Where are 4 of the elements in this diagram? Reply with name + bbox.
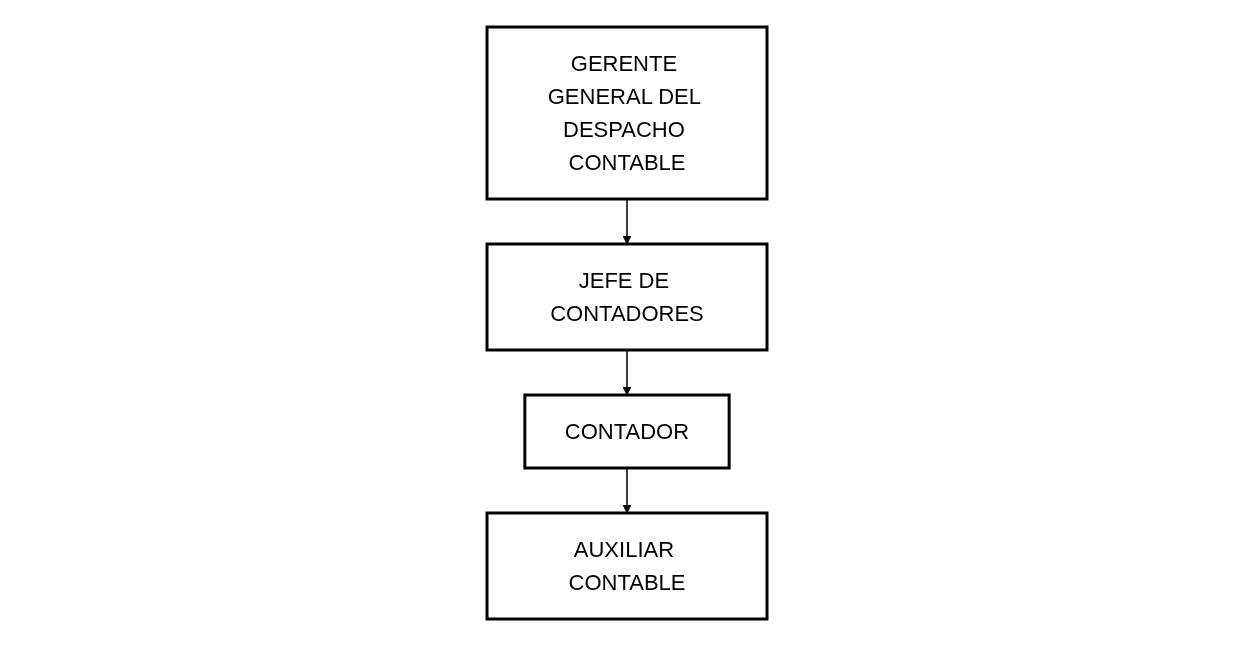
node-box: AUXILIAR CONTABLE	[485, 511, 768, 620]
node-box: GERENTE GENERAL DEL DESPACHO CONTABLE	[485, 25, 768, 200]
node-box: CONTADOR	[522, 393, 731, 469]
node-box: JEFE DE CONTADORES	[485, 242, 768, 351]
